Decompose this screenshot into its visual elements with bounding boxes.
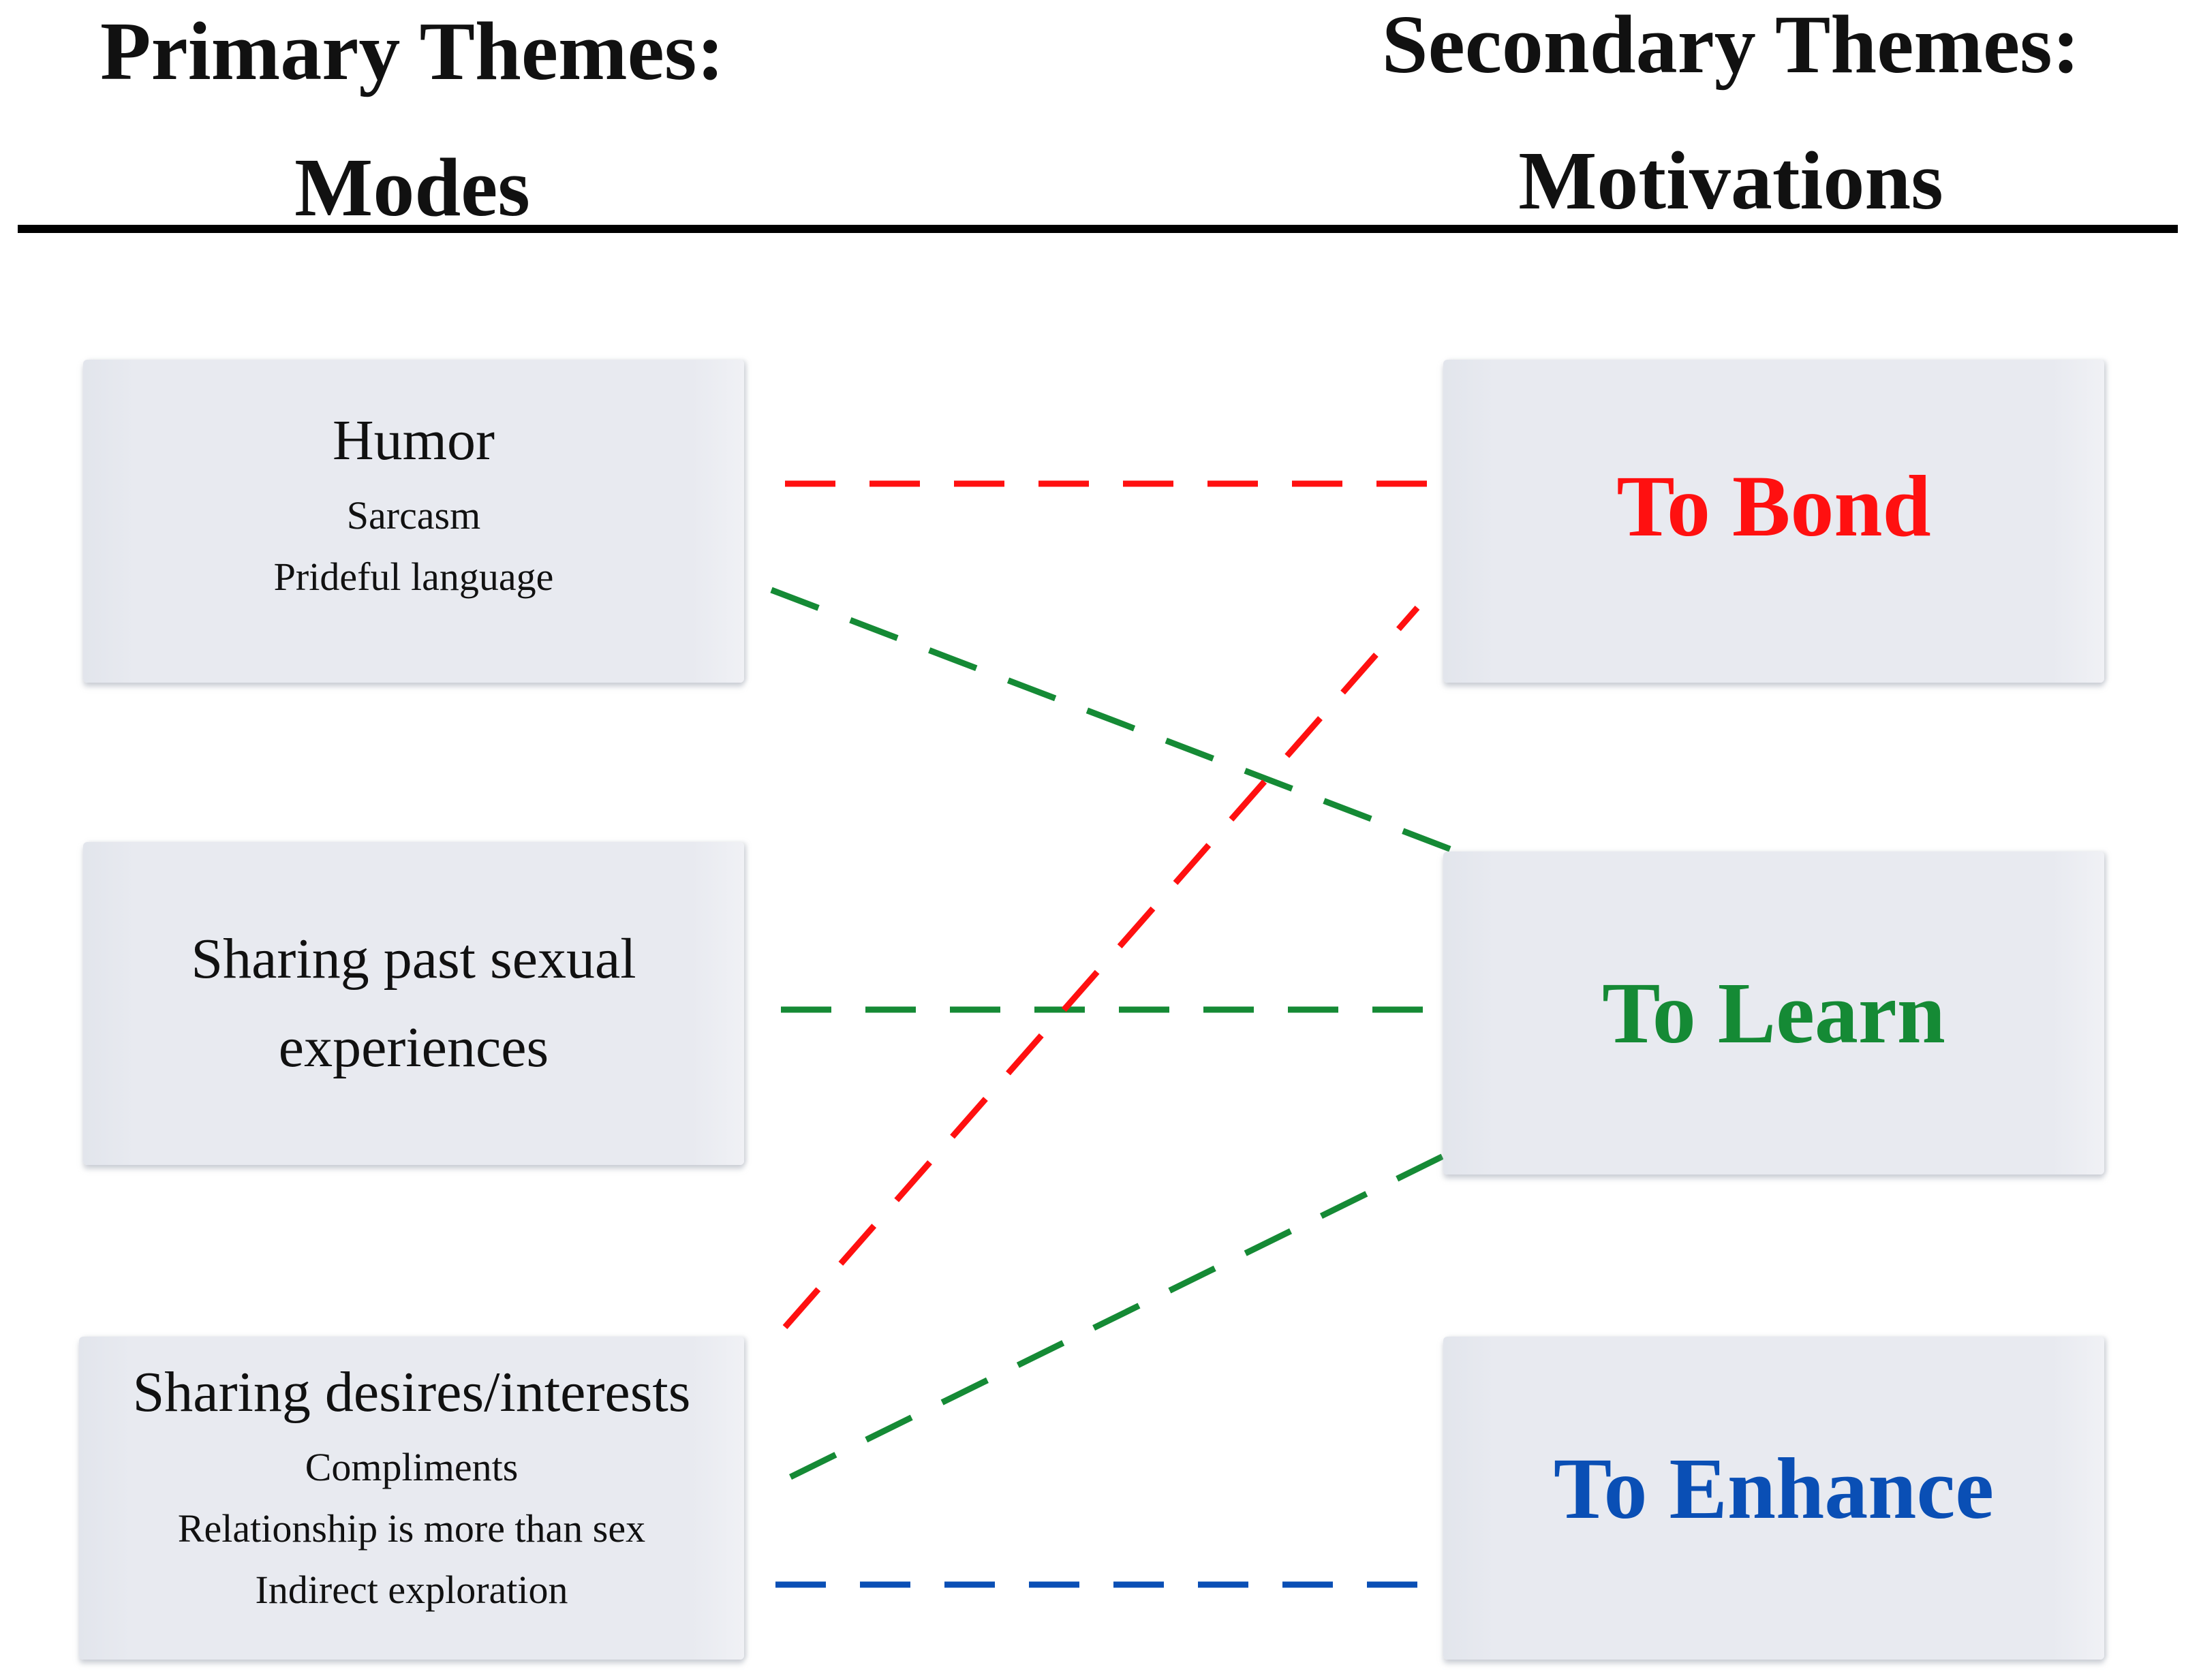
motivation-label-bond: To Bond (1616, 458, 1931, 555)
secondary-themes-title: Secondary Themes: (1381, 0, 2080, 91)
motivation-box-enhance: To Enhance (1443, 1337, 2104, 1660)
primary-themes-title: Primary Themes: (100, 5, 724, 97)
primary-themes-subtitle: Modes (294, 142, 530, 234)
mode-title-sharing-past-line1: Sharing past sexual (191, 927, 636, 991)
mode-subitem-indirect-exploration: Indirect exploration (255, 1568, 568, 1612)
primary-themes-header: Primary Themes: Modes (27, 0, 797, 256)
mode-title-sharing-past-line2: experiences (278, 1016, 549, 1079)
motivation-label-enhance: To Enhance (1553, 1440, 1995, 1537)
motivation-box-bond: To Bond (1443, 360, 2104, 683)
motivation-box-learn: To Learn (1443, 852, 2104, 1175)
mode-title-sharing-desires: Sharing desires/interests (132, 1360, 691, 1424)
mode-box-sharing-desires: Sharing desires/interests Compliments Re… (79, 1337, 744, 1660)
mode-box-humor: Humor Sarcasm Prideful language (83, 360, 744, 683)
mode-box-sharing-past-experiences: Sharing past sexual experiences (83, 842, 744, 1165)
header-divider (18, 225, 2178, 233)
mode-subitem-prideful-language: Prideful language (273, 555, 554, 599)
connector-sharing-desires-to-learn (789, 1151, 1449, 1480)
connector-sharing-desires-to-bond (782, 606, 1420, 1329)
mode-title-humor: Humor (333, 409, 495, 472)
connector-humor-to-learn (770, 587, 1458, 855)
mode-subitem-compliments: Compliments (305, 1445, 519, 1489)
motivation-label-learn: To Learn (1602, 965, 1945, 1061)
mode-subitem-relationship-more-than-sex: Relationship is more than sex (177, 1506, 646, 1551)
secondary-themes-subtitle: Motivations (1518, 135, 1943, 227)
secondary-themes-header: Secondary Themes: Motivations (1288, 0, 2174, 249)
mode-subitem-sarcasm: Sarcasm (346, 493, 481, 538)
